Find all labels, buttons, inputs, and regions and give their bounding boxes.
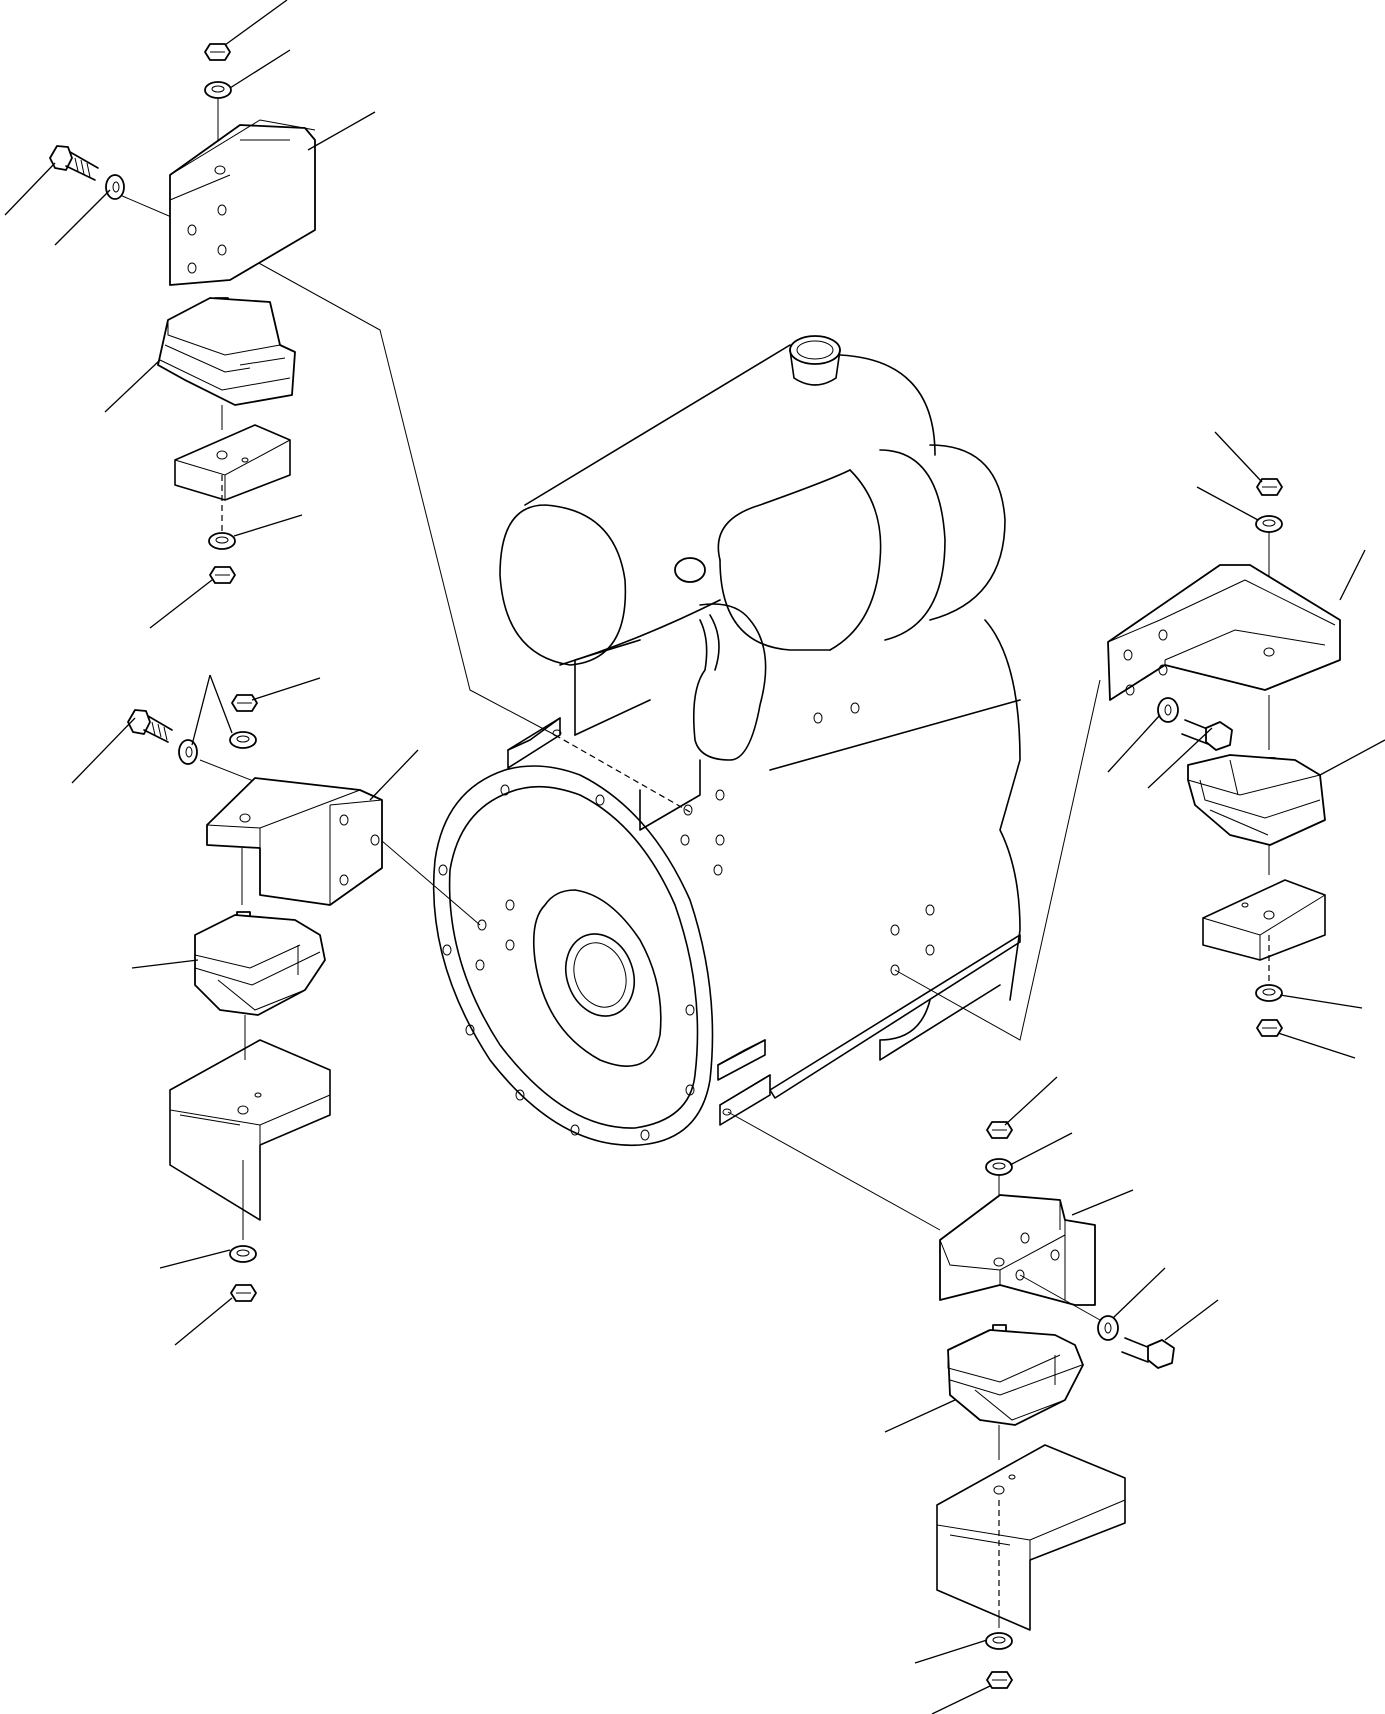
washer: [985, 1158, 1013, 1176]
support-bracket: [169, 1039, 331, 1221]
lock-washer: [1097, 1315, 1119, 1341]
bolt: [1121, 1337, 1175, 1369]
rubber-mount: [1187, 754, 1326, 846]
bolt: [127, 709, 173, 743]
washer: [1255, 515, 1283, 533]
engine-top-cover: [499, 344, 936, 666]
nut: [1256, 1019, 1283, 1037]
bracket: [939, 1194, 1101, 1321]
plate: [1202, 879, 1326, 961]
washer: [204, 81, 232, 99]
washer: [985, 1632, 1013, 1650]
washer: [229, 1245, 257, 1263]
nut: [231, 694, 258, 712]
washer: [1255, 984, 1283, 1002]
engine: [432, 335, 1021, 1147]
engine-flywheel-housing: [432, 765, 714, 1147]
nut: [204, 43, 231, 61]
mount-rear-left: [49, 43, 316, 584]
rubber-mount: [157, 297, 296, 406]
mount-front-left: [127, 694, 383, 1302]
nut: [1256, 478, 1283, 496]
mount-front-right: [936, 1121, 1175, 1689]
bolt: [49, 145, 99, 181]
rubber-mount: [194, 914, 326, 1016]
bracket: [206, 777, 383, 906]
engine-mount-ear-lower: [717, 1039, 771, 1126]
bracket: [1107, 564, 1341, 701]
rubber-mount: [947, 1329, 1084, 1426]
engine-elbow-pipe: [692, 603, 767, 761]
mount-rear-right: [1107, 478, 1341, 1037]
nut: [230, 1284, 257, 1302]
nut: [209, 566, 236, 584]
bracket: [169, 119, 316, 286]
nut: [986, 1121, 1013, 1139]
lock-washer: [105, 174, 125, 200]
callout-leaders: [4, 0, 1385, 1714]
engine-block: [574, 619, 1021, 1099]
plate: [174, 424, 291, 501]
engine-air-cleaner: [674, 444, 1006, 651]
nut: [986, 1671, 1013, 1689]
washer: [208, 532, 236, 550]
assembly-lines: [119, 194, 1101, 1231]
washer: [229, 731, 257, 749]
support-bracket: [936, 1444, 1126, 1631]
engine-filler-neck: [789, 335, 841, 386]
lock-washer: [1157, 697, 1179, 723]
lock-washer: [178, 739, 198, 765]
engine-mount-ear-upper: [507, 717, 701, 831]
bolt: [1181, 719, 1233, 751]
